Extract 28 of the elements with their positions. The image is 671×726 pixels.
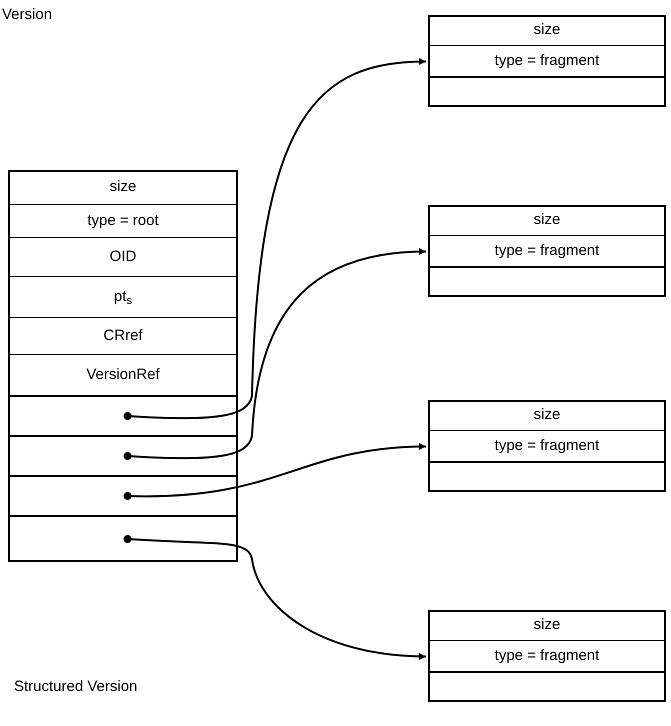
field-label: size xyxy=(534,404,560,425)
field-label: size xyxy=(534,614,560,635)
field-label: type = fragment xyxy=(494,646,600,666)
pointer-arrow xyxy=(124,535,426,660)
empty-cell xyxy=(8,436,238,476)
pointer-arrow xyxy=(124,443,426,500)
field-label: size xyxy=(534,210,560,230)
record-box xyxy=(428,205,666,297)
field-label: type = fragment xyxy=(494,50,600,71)
pointer-arrow xyxy=(124,248,426,460)
field-label: pt$_{s}$ xyxy=(114,286,132,308)
field-label: type = fragment xyxy=(494,436,600,456)
empty-cell xyxy=(8,476,238,516)
caption-text: Version xyxy=(2,5,52,25)
field-label: size xyxy=(110,176,136,197)
field-label: OID xyxy=(110,246,136,267)
record-box xyxy=(428,610,666,702)
record-box xyxy=(428,400,666,492)
field-label: type = root xyxy=(87,210,159,231)
field-label: type = fragment xyxy=(494,240,600,261)
empty-cell xyxy=(8,396,238,436)
caption-text: Structured Version xyxy=(14,677,138,697)
record-box xyxy=(8,170,238,562)
record-box xyxy=(428,15,666,107)
field-label: VersionRef xyxy=(86,364,160,385)
field-label: size xyxy=(534,20,560,40)
pointer-arrow xyxy=(124,58,426,420)
field-label: CRref xyxy=(103,326,143,346)
